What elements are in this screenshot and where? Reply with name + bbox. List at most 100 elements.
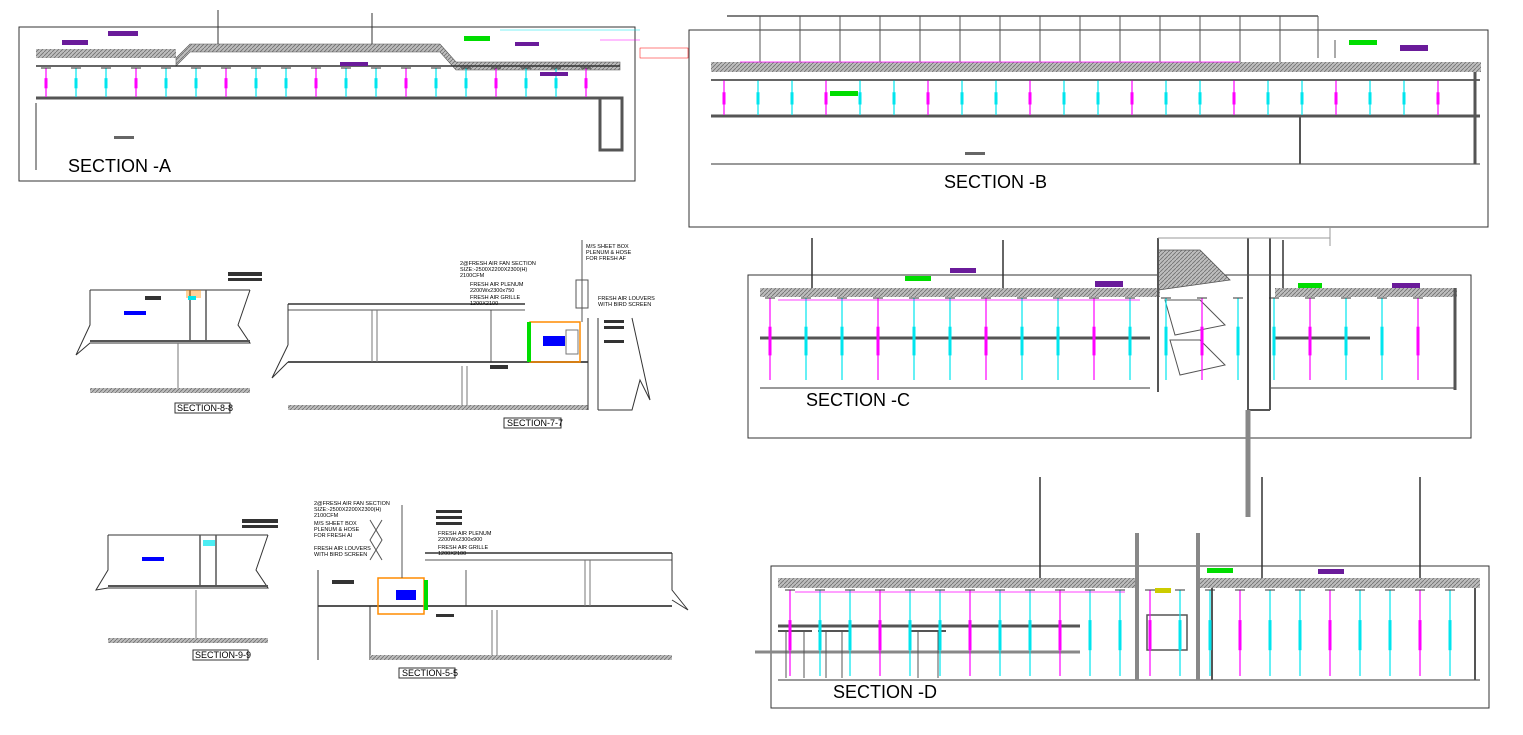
note-plenum-size: 2200Wx2300x750 bbox=[470, 288, 514, 294]
diffuser-drop bbox=[998, 620, 1002, 651]
section-5-5-title: SECTION-5-5 bbox=[402, 668, 458, 678]
section-8-8: SECTION-8-8 bbox=[75, 272, 262, 414]
diffuser-drop bbox=[524, 78, 528, 89]
note-sheet-box: M/S SHEET BOX bbox=[314, 521, 357, 527]
roof-slab bbox=[1200, 578, 1480, 588]
diffuser-drop bbox=[1088, 620, 1092, 651]
diffuser-drop bbox=[164, 78, 168, 89]
note-fan-size: SIZE:-2500X2200X2300(H) bbox=[314, 507, 381, 513]
diffuser-drop bbox=[44, 78, 48, 89]
diffuser-drop bbox=[1448, 620, 1452, 651]
diffuser-drop bbox=[1208, 620, 1212, 651]
tag bbox=[905, 276, 931, 281]
diffuser-drop bbox=[1436, 92, 1440, 105]
diffuser-drop bbox=[768, 326, 772, 356]
diffuser-drop bbox=[1328, 620, 1332, 651]
note-fan-section: 2@FRESH AIR FAN SECTION bbox=[460, 261, 536, 267]
tag bbox=[1155, 588, 1171, 593]
diffuser-drop bbox=[104, 78, 108, 89]
section-9-9-title: SECTION-9-9 bbox=[195, 650, 251, 660]
diffuser-drop bbox=[1272, 326, 1276, 356]
diffuser-drop bbox=[1308, 326, 1312, 356]
diffuser-drop bbox=[892, 92, 896, 105]
diffuser-drop bbox=[968, 620, 972, 651]
note-bird-screen: WITH BIRD SCREEN bbox=[598, 302, 651, 308]
section-7-7: 2@FRESH AIR FAN SECTION SIZE:-2500X2200X… bbox=[271, 240, 655, 429]
roof-slab bbox=[36, 49, 176, 58]
staircase bbox=[1157, 249, 1231, 291]
diffuser-drop bbox=[1298, 620, 1302, 651]
diffuser-drop bbox=[1358, 620, 1362, 651]
tag bbox=[540, 72, 568, 76]
note-bird-screen: WITH BIRD SCREEN bbox=[314, 552, 367, 558]
fan-section bbox=[543, 336, 565, 346]
diffuser-drop bbox=[404, 78, 408, 89]
diffuser-drop bbox=[1300, 92, 1304, 105]
diffuser-drop bbox=[1164, 326, 1168, 356]
diffuser-drop bbox=[194, 78, 198, 89]
diffuser-drop bbox=[912, 326, 916, 356]
diffuser-drop bbox=[1268, 620, 1272, 651]
diffuser-drop bbox=[938, 620, 942, 651]
note-plenum-size: 2200Wx2300x900 bbox=[438, 537, 482, 543]
note-plenum-hose: PLENUM & HOSE bbox=[586, 250, 632, 256]
tag bbox=[1095, 281, 1123, 287]
diffuser-drop bbox=[434, 78, 438, 89]
diffuser-drop bbox=[848, 620, 852, 651]
tag bbox=[830, 91, 858, 96]
roof-slab bbox=[1275, 288, 1457, 297]
section-a: SECTION -A bbox=[18, 10, 689, 182]
diffuser-drop bbox=[314, 78, 318, 89]
diffuser-drop bbox=[984, 326, 988, 356]
tag bbox=[1349, 40, 1377, 45]
diffuser-drop bbox=[134, 78, 138, 89]
diffuser-drop bbox=[994, 92, 998, 105]
tag bbox=[1318, 569, 1344, 574]
fresh-air-hood bbox=[575, 279, 589, 309]
diffuser-drop bbox=[554, 78, 558, 89]
diffuser-drop bbox=[876, 326, 880, 356]
roof-slab bbox=[711, 62, 1481, 72]
diffuser-drop bbox=[1062, 92, 1066, 105]
note-grille: FRESH AIR GRILLE bbox=[438, 545, 488, 551]
roof-slab bbox=[760, 288, 1160, 297]
note-plenum: FRESH AIR PLENUM bbox=[438, 531, 492, 537]
diffuser-drop bbox=[804, 326, 808, 356]
diffuser-drop bbox=[1380, 326, 1384, 356]
diffuser-drop bbox=[1118, 620, 1122, 651]
diffuser-drop bbox=[1020, 326, 1024, 356]
tag bbox=[1298, 283, 1322, 288]
diffuser-drop bbox=[1178, 620, 1182, 651]
section-c-title: SECTION -C bbox=[806, 390, 910, 410]
note-sheet-box: M/S SHEET BOX bbox=[586, 244, 629, 250]
section-c: SECTION -C bbox=[747, 226, 1472, 517]
tag bbox=[464, 36, 490, 41]
diffuser-drop bbox=[1164, 92, 1168, 105]
note-fan-section: 2@FRESH AIR FAN SECTION bbox=[314, 501, 390, 507]
section-8-8-title: SECTION-8-8 bbox=[177, 403, 233, 413]
section-9-9-label-box bbox=[192, 649, 249, 661]
tag bbox=[1207, 568, 1233, 573]
tag bbox=[950, 268, 976, 273]
diffuser-drop bbox=[1128, 326, 1132, 356]
diffuser-drop bbox=[494, 78, 498, 89]
section-8-8-label-box bbox=[174, 402, 231, 414]
diffuser-drop bbox=[722, 92, 726, 105]
diffuser-drop bbox=[254, 78, 258, 89]
section-d-title: SECTION -D bbox=[833, 682, 937, 702]
section-c-frame bbox=[747, 274, 1472, 439]
section-b: SECTION -B bbox=[688, 15, 1489, 228]
diffuser-drop bbox=[1198, 92, 1202, 105]
diffuser-drop bbox=[344, 78, 348, 89]
diffuser-drop bbox=[584, 78, 588, 89]
section-b-title: SECTION -B bbox=[944, 172, 1047, 192]
section-a-frame bbox=[18, 26, 636, 182]
note-louvers: FRESH AIR LOUVERS bbox=[598, 296, 655, 302]
note-grille: FRESH AIR GRILLE bbox=[470, 295, 520, 301]
diffuser-drop bbox=[858, 92, 862, 105]
note-fan-cfm: 2100CFM bbox=[314, 513, 339, 519]
diffuser-drop bbox=[1266, 92, 1270, 105]
diffuser-drop bbox=[818, 620, 822, 651]
diffuser-drop bbox=[1334, 92, 1338, 105]
